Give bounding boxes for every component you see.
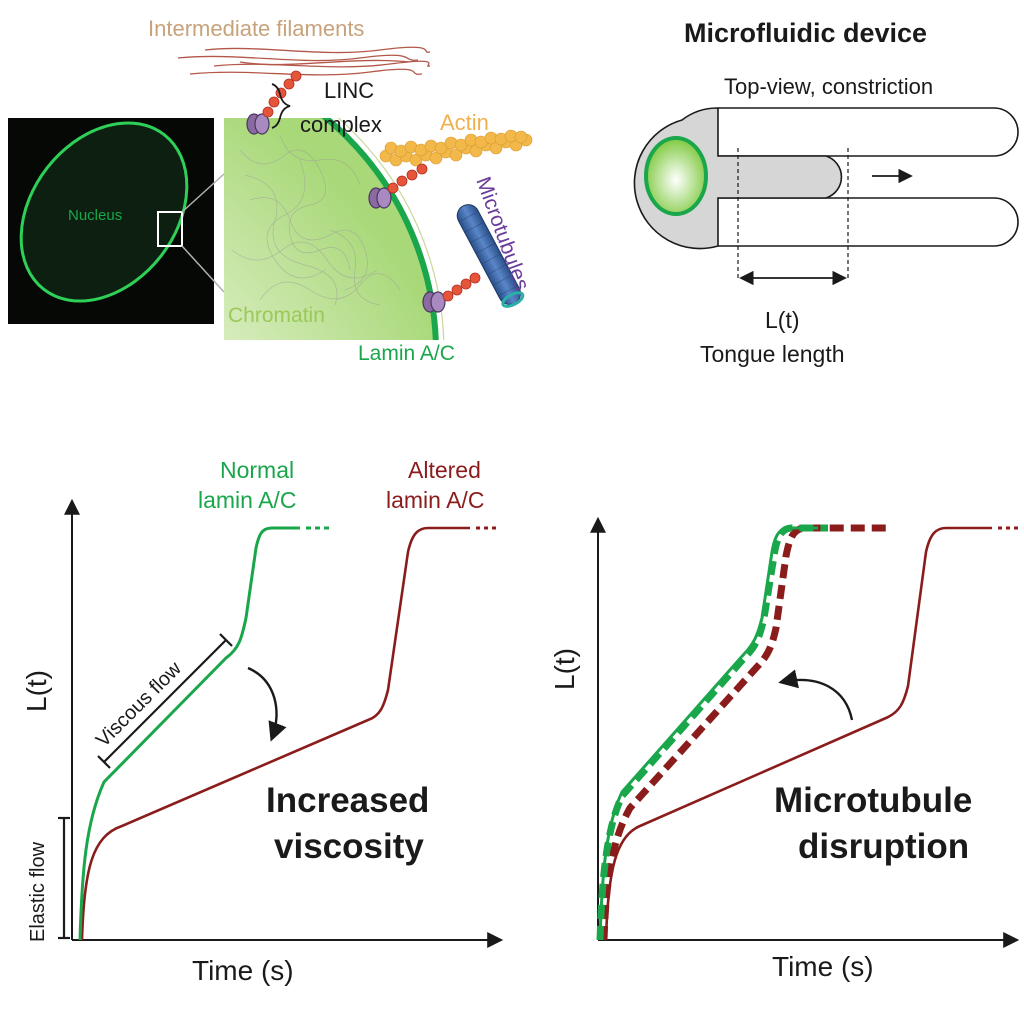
linc-brace: [271, 83, 291, 129]
left-effect-line1: Increased: [266, 781, 429, 820]
altered-label-line1: Altered: [408, 457, 481, 483]
zoom-box: [157, 211, 183, 247]
linc-label-line1: LINC: [324, 78, 374, 103]
right-y-label: L(t): [549, 648, 580, 690]
viscous-bracket-cap-start: [97, 755, 111, 769]
tongue-length-symbol: L(t): [765, 307, 800, 333]
device-title: Microfluidic device: [684, 18, 927, 48]
right-effect-line2: disruption: [798, 827, 969, 866]
right-normal-curve: [598, 526, 818, 941]
altered-label-line2: lamin A/C: [386, 487, 484, 513]
chromatin-fibers: [231, 134, 401, 306]
zoom-line-bottom: [181, 245, 225, 293]
left-effect-line2: viscosity: [274, 827, 424, 866]
right-normal-disrupted-curve: [596, 524, 828, 941]
device-nucleus: [644, 136, 708, 216]
right-altered-curve: [604, 526, 992, 941]
elastic-flow-label: Elastic flow: [27, 841, 49, 942]
viscosity-shift-arrow: [247, 666, 287, 742]
zoom-line-top: [181, 173, 225, 213]
intermediate-filaments: Intermediate filaments: [148, 16, 431, 76]
normal-lamin-curve: [78, 526, 300, 941]
linc-complexes: LINC complex: [246, 70, 481, 313]
normal-label-line2: lamin A/C: [198, 487, 296, 513]
chromatin-label: Chromatin: [228, 304, 325, 327]
left-x-label: Time (s): [192, 955, 294, 986]
right-x-label: Time (s): [772, 951, 874, 982]
channel-bottom: [718, 197, 1019, 247]
nucleus-outline: [19, 121, 189, 303]
left-plot: L(t) Time (s) Normal lamin A/C Altered l…: [21, 457, 504, 986]
microscopy-inset: Nucleus: [8, 118, 225, 324]
microfluidic-device: Microfluidic device Top-view, constricti…: [633, 18, 1019, 367]
intermediate-filaments-label: Intermediate filaments: [148, 16, 364, 41]
actin-filament: Actin: [379, 110, 533, 167]
device-view-label: Top-view, constriction: [724, 74, 933, 99]
lamin-label: Lamin A/C: [358, 342, 455, 365]
nuclear-envelope-zoom: Chromatin Lamin A/C: [224, 118, 455, 365]
viscous-flow-label: Viscous flow: [92, 657, 186, 751]
right-altered-disrupted-curve: [600, 524, 890, 941]
tongue-length-name: Tongue length: [700, 341, 845, 367]
left-y-label: L(t): [21, 670, 52, 712]
altered-lamin-curve: [80, 526, 470, 941]
right-plot: L(t) Time (s) Microtubule disruption: [549, 516, 1020, 982]
actin-label: Actin: [440, 110, 489, 135]
viscous-bracket-cap-end: [219, 633, 233, 647]
normal-label-line1: Normal: [220, 457, 294, 483]
right-effect-line1: Microtubule: [774, 781, 972, 820]
disruption-shift-arrow: [778, 669, 854, 721]
linc-label-line2: complex: [300, 112, 382, 137]
viscous-flow-bracket: [103, 639, 227, 763]
channel-top: [718, 107, 1019, 157]
nucleus-label: Nucleus: [68, 207, 122, 224]
